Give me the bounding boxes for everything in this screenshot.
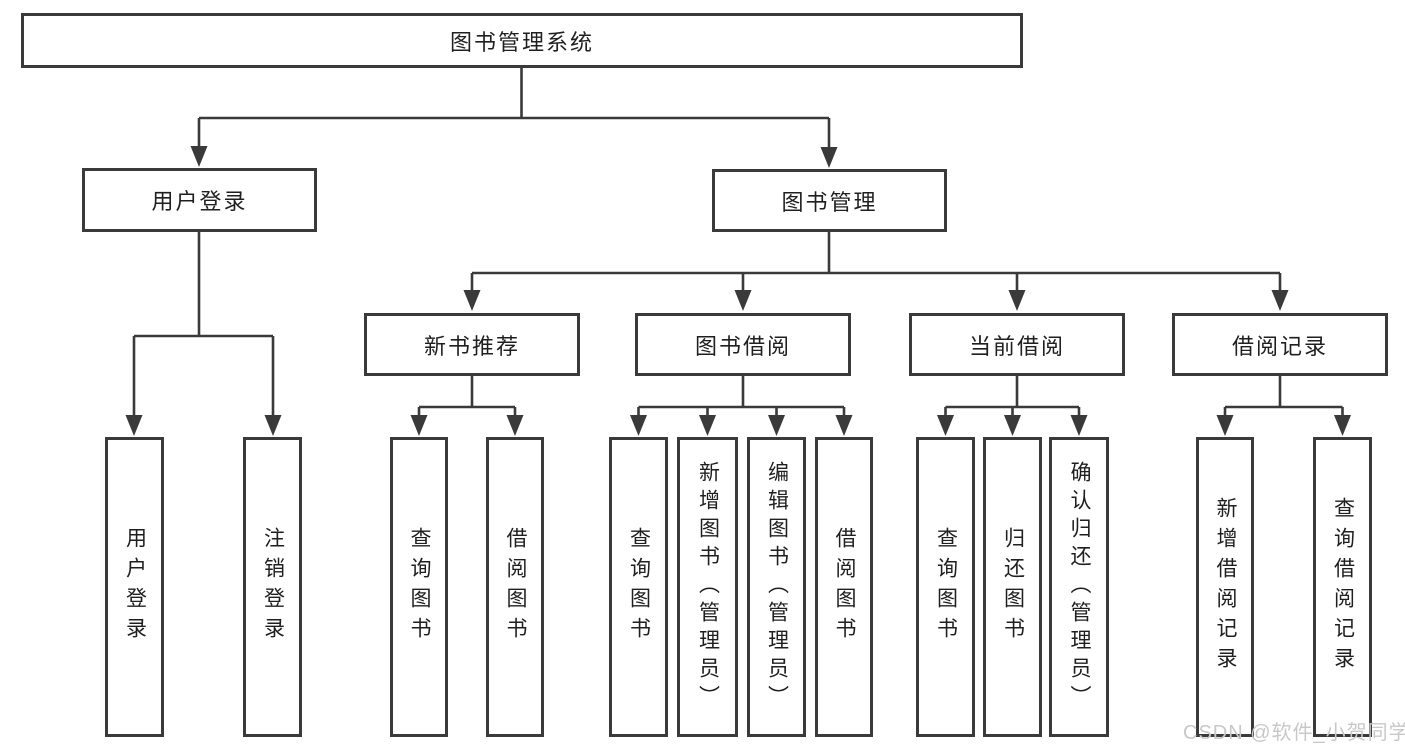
leaf-return-book: 归还图书 (983, 437, 1042, 737)
leaf-borrow-book-1: 借阅图书 (486, 437, 544, 737)
leaf-query-book-1: 查询图书 (390, 437, 448, 737)
leaf-edit-book-admin-label: 编辑图书（管理员） (765, 461, 789, 713)
leaf-return-book-label: 归还图书 (1001, 527, 1025, 647)
leaf-logout-label: 注销登录 (261, 527, 285, 647)
node-new-book-recommend-label: 新书推荐 (423, 333, 520, 359)
leaf-logout: 注销登录 (243, 437, 302, 737)
node-current-borrow-label: 当前借阅 (968, 333, 1065, 359)
leaf-confirm-return-admin: 确认归还（管理员） (1049, 437, 1109, 737)
node-book-management-label: 图书管理 (781, 189, 878, 215)
leaf-user-login: 用户登录 (105, 437, 164, 737)
leaf-borrow-book-1-label: 借阅图书 (504, 527, 527, 647)
connector-root-to-level2 (197, 68, 831, 148)
leaf-confirm-return-admin-label: 确认归还（管理员） (1068, 461, 1091, 713)
leaf-borrow-book-2-label: 借阅图书 (833, 527, 856, 647)
leaf-query-book-1-label: 查询图书 (408, 527, 431, 647)
node-borrow-records-label: 借阅记录 (1231, 333, 1328, 359)
leaf-query-book-2: 查询图书 (609, 437, 668, 737)
leaf-query-borrow-record-label: 查询借阅记录 (1331, 497, 1355, 677)
node-root: 图书管理系统 (21, 13, 1023, 68)
connector-newbook-to-leaves (417, 376, 517, 416)
leaf-add-book-admin: 新增图书（管理员） (677, 437, 738, 737)
leaf-query-book-3: 查询图书 (916, 437, 975, 737)
node-root-label: 图书管理系统 (449, 29, 594, 55)
csdn-watermark: CSDN @软件_小贺同学 (1183, 722, 1405, 744)
node-borrow-records: 借阅记录 (1172, 313, 1388, 376)
connector-bookmgmt-to-level3 (470, 232, 1282, 291)
leaf-edit-book-admin: 编辑图书（管理员） (747, 437, 806, 737)
leaf-borrow-book-2: 借阅图书 (815, 437, 873, 737)
connector-currentborrow-to-leaves (944, 376, 1081, 416)
leaf-query-book-3-label: 查询图书 (934, 527, 958, 647)
node-new-book-recommend: 新书推荐 (364, 313, 580, 376)
connector-records-to-leaves (1223, 376, 1344, 416)
node-book-management: 图书管理 (712, 169, 947, 232)
arrowheads (125, 146, 1351, 436)
node-book-borrow-label: 图书借阅 (694, 333, 791, 359)
node-user-login: 用户登录 (82, 168, 317, 232)
leaf-user-login-label: 用户登录 (123, 527, 147, 647)
leaf-add-borrow-record-label: 新增借阅记录 (1214, 497, 1237, 677)
node-book-borrow: 图书借阅 (635, 313, 851, 376)
connector-bookborrow-to-leaves (637, 376, 846, 416)
leaf-add-borrow-record: 新增借阅记录 (1196, 437, 1254, 737)
leaf-query-book-2-label: 查询图书 (627, 527, 651, 647)
node-current-borrow: 当前借阅 (909, 313, 1125, 376)
connector-userlogin-to-leaves (132, 232, 275, 416)
node-user-login-label: 用户登录 (151, 189, 248, 214)
leaf-query-borrow-record: 查询借阅记录 (1313, 437, 1372, 737)
leaf-add-book-admin-label: 新增图书（管理员） (696, 461, 720, 713)
